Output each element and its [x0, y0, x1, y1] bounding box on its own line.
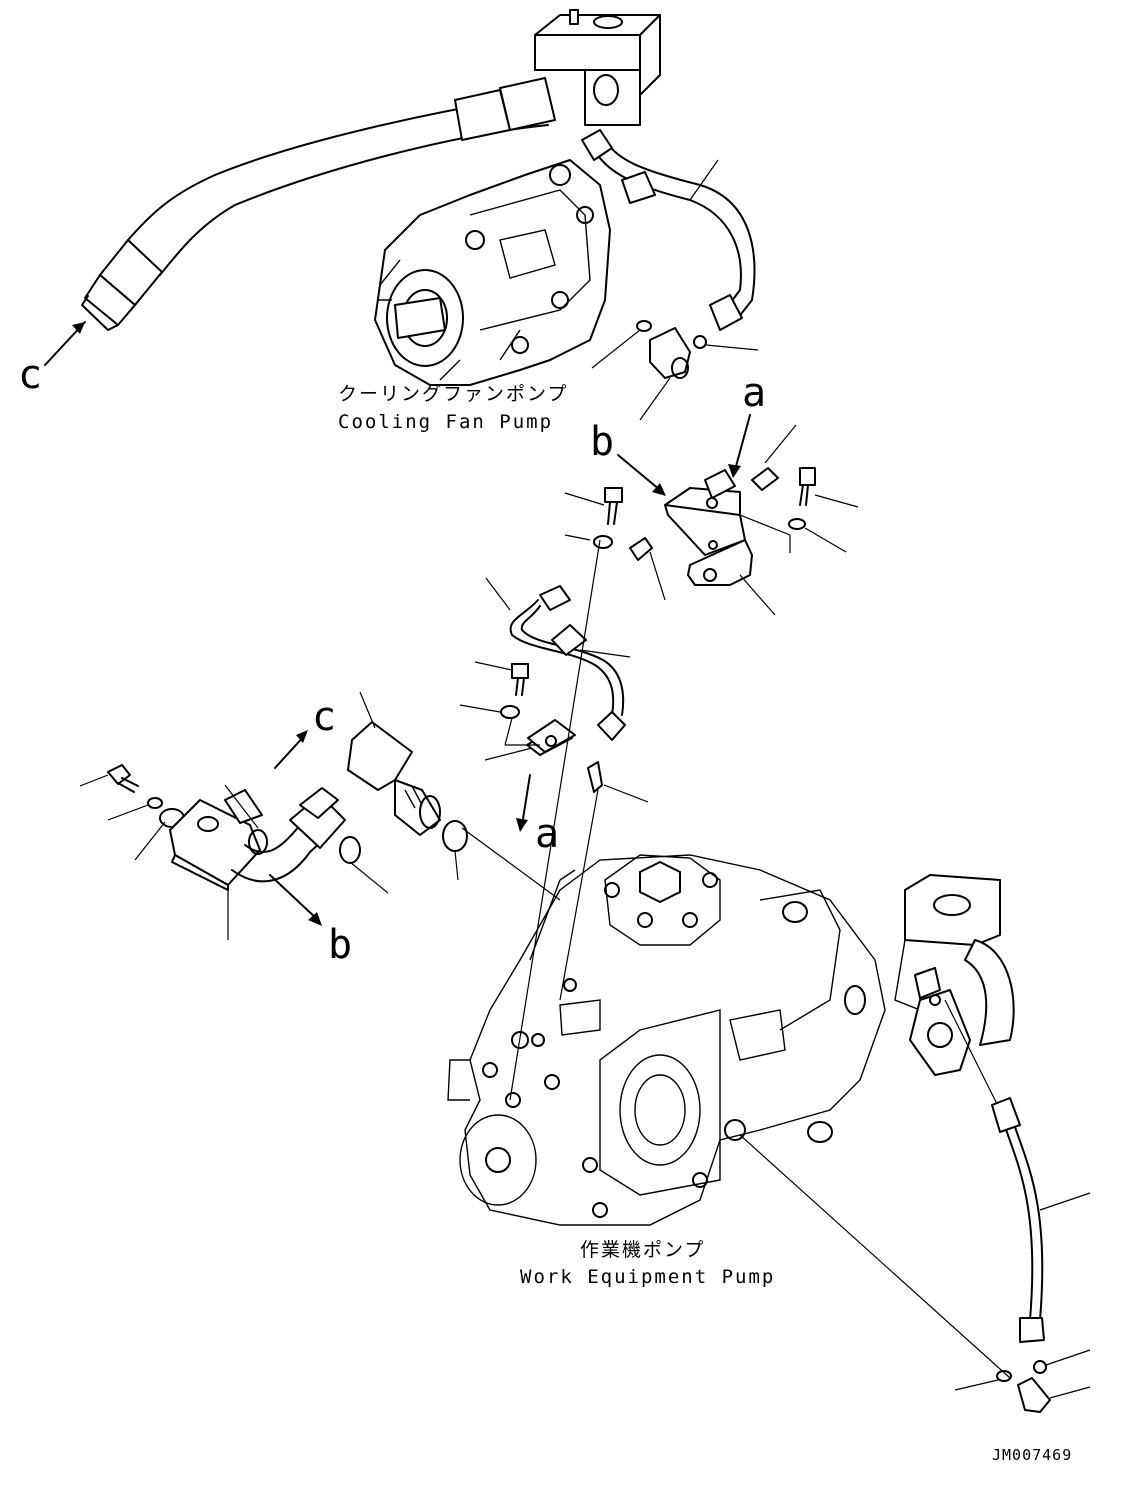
right-valve-and-hose	[894, 874, 1091, 1413]
callout-c-mid: c	[312, 694, 336, 740]
cooling-fan-pump-label-jp: クーリングファンポンプ	[338, 383, 568, 405]
callout-a-top: a	[742, 370, 766, 416]
work-equipment-pump-label-jp: 作業機ポンプ	[580, 1239, 705, 1261]
callout-c-left: c	[18, 352, 42, 398]
callout-b-bottom: b	[328, 922, 352, 968]
flange-parts: c b	[79, 691, 561, 968]
work-equipment-pump-label-en: Work Equipment Pump	[520, 1266, 775, 1288]
drawing-id: JM007469	[992, 1446, 1072, 1464]
bracket-assembly: a b	[459, 370, 859, 857]
callout-b-top: b	[590, 419, 614, 465]
cooling-fan-pump	[81, 9, 759, 421]
work-equipment-pump	[447, 539, 1011, 1379]
callout-c-left-arrowhead	[72, 322, 85, 334]
cooling-fan-pump-label-en: Cooling Fan Pump	[338, 411, 553, 433]
